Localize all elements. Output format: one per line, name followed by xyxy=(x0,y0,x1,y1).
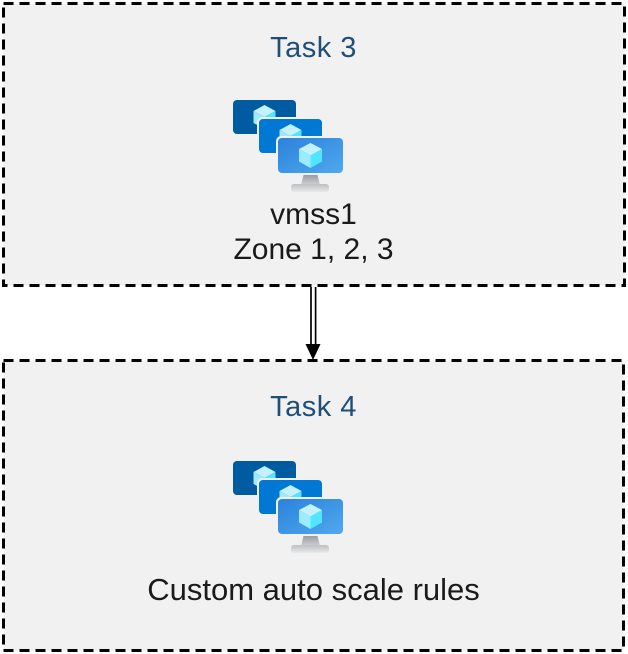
zone-label: Zone 1, 2, 3 xyxy=(233,233,394,266)
vmss-name-label: vmss1 xyxy=(270,198,357,231)
task3-title: Task 3 xyxy=(270,32,357,64)
down-arrow-connector xyxy=(305,287,321,360)
autoscale-rules-label: Custom auto scale rules xyxy=(147,572,480,607)
vm-scale-sets-icon xyxy=(233,458,343,554)
arrowhead xyxy=(305,344,321,360)
task4-title: Task 4 xyxy=(270,391,357,423)
vm-scale-sets-icon xyxy=(233,97,343,193)
